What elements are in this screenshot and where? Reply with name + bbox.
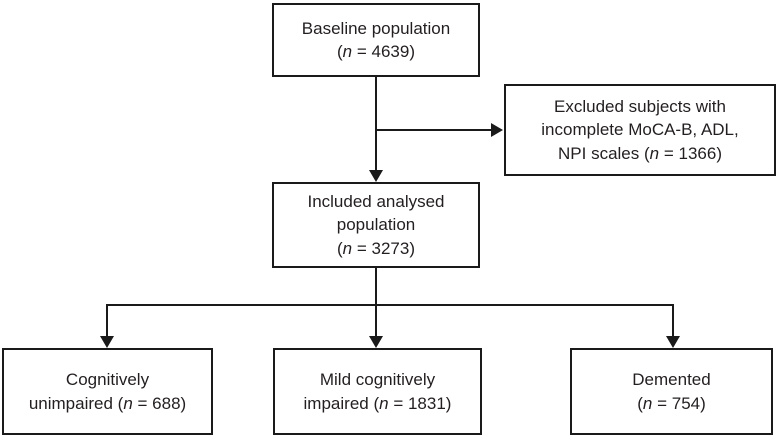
box-included-population: Included analysed population (n = 3273) (272, 182, 480, 268)
connector-included-to-branch (374, 268, 378, 338)
text-segment: NPI scales ( (558, 143, 650, 163)
text-segment: unimpaired ( (28, 393, 124, 413)
box-text-line: Baseline population (302, 17, 450, 41)
box-baseline-population: Baseline population (n = 4639) (272, 3, 480, 77)
arrowhead-down-icon (666, 336, 680, 348)
box-mild-cognitively-impaired: Mild cognitively impaired (n = 1831) (273, 348, 482, 435)
text-segment: = 1366) (659, 143, 722, 163)
box-excluded-subjects: Excluded subjects with incomplete MoCA-B… (504, 84, 776, 176)
box-text-line: Mild cognitively (320, 368, 435, 392)
text-segment: = 3273) (352, 238, 415, 258)
connector-to-excluded (376, 128, 492, 132)
box-demented: Demented (n = 754) (570, 348, 773, 435)
text-segment: Cognitively (65, 370, 150, 389)
text-segment: ( (337, 238, 343, 258)
arrowhead-down-icon (369, 336, 383, 348)
branch-horizontal-line (105, 303, 675, 307)
text-segment: Included analysed (307, 191, 445, 211)
connector-baseline-to-included (374, 77, 378, 172)
box-text-line: Excluded subjects with (554, 95, 726, 119)
box-text-line: unimpaired (n = 688) (29, 392, 186, 416)
box-cognitively-unimpaired: Cognitively unimpaired (n = 688) (2, 348, 213, 435)
box-text-line: impaired (n = 1831) (304, 392, 452, 416)
n-italic: n (649, 143, 660, 163)
text-segment: impaired ( (303, 393, 380, 413)
text-segment: ( (637, 393, 643, 413)
text-segment: Baseline population (301, 18, 451, 38)
text-segment: = 754) (652, 393, 706, 413)
n-italic: n (342, 238, 353, 258)
text-segment: Demented (632, 370, 711, 389)
text-segment: incomplete MoCA-B, ADL, (541, 120, 739, 140)
connector-branch-to-cognitively-unimpaired (105, 305, 109, 338)
arrowhead-down-icon (100, 336, 114, 348)
n-italic: n (342, 42, 353, 61)
box-text-line: population (337, 213, 415, 237)
text-segment: = 688) (132, 393, 187, 413)
box-text-line: (n = 4639) (337, 40, 415, 64)
text-segment: = 1831) (388, 393, 452, 413)
box-text-line: (n = 754) (637, 392, 706, 416)
box-text-line: Cognitively (66, 368, 149, 392)
text-segment: Excluded subjects with (554, 96, 726, 116)
text-segment: ( (337, 42, 343, 61)
n-italic: n (642, 393, 653, 413)
box-text-line: NPI scales (n = 1366) (558, 142, 722, 166)
arrowhead-right-icon (491, 123, 503, 137)
n-italic: n (379, 393, 389, 413)
box-text-line: incomplete MoCA-B, ADL, (541, 118, 738, 142)
box-text-line: Included analysed (307, 190, 444, 214)
connector-branch-to-demented (671, 305, 675, 338)
box-text-line: (n = 3273) (337, 237, 415, 261)
box-text-line: Demented (632, 368, 710, 392)
arrowhead-down-icon (369, 170, 383, 182)
text-segment: Mild cognitively (319, 370, 436, 389)
text-segment: population (336, 215, 416, 235)
text-segment: = 4639) (352, 42, 415, 61)
n-italic: n (123, 393, 133, 413)
